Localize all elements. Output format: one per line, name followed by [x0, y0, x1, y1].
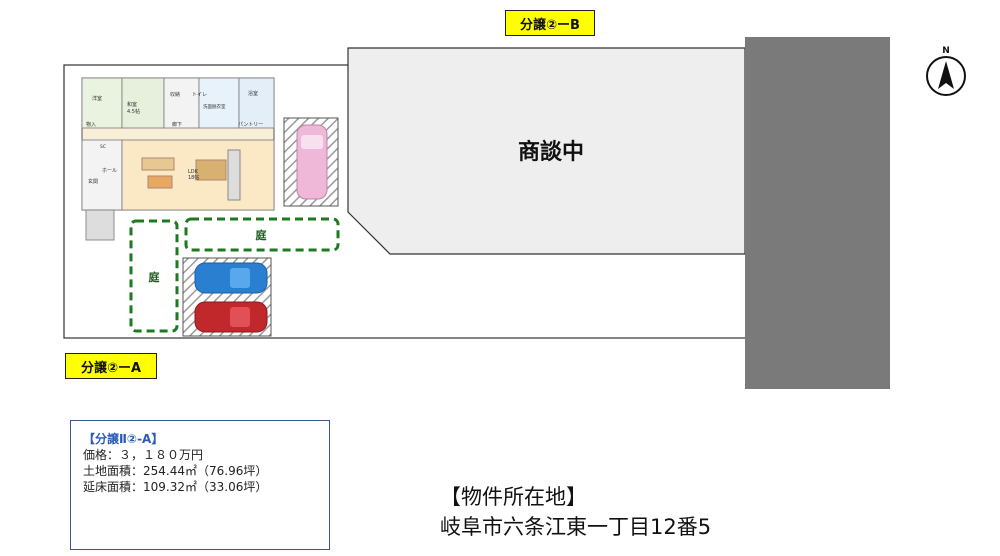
garden-horizontal: [184, 217, 340, 252]
room-label: SC: [100, 144, 106, 150]
info-floor-area: 延床面積：109.32㎡（33.06坪）: [83, 480, 268, 494]
info-title: 【分譲Ⅱ②-A】: [83, 432, 164, 446]
garden-label: 庭: [149, 270, 160, 284]
room-label: LDK: [188, 169, 199, 175]
plot-b-label: 分譲②ーB: [505, 10, 595, 36]
room-label: 玄関: [88, 178, 98, 185]
room-label: パントリー: [238, 122, 263, 128]
room-label: トイレ: [192, 92, 207, 98]
address-block: 【物件所在地】 岐阜市六条江東一丁目12番5: [440, 482, 711, 542]
room-label: 浴室: [248, 90, 258, 97]
north-compass-icon: N: [926, 46, 966, 96]
room-label: 洗面脱衣室: [203, 103, 226, 110]
room-label: 物入: [86, 121, 96, 128]
garden-vertical: [129, 219, 179, 333]
floorplan: 洋室 和室 4.5帖 洗面脱衣室 浴室 トイレ パントリー LDK 18帖 ホー…: [81, 77, 275, 241]
room-label: 4.5帖: [127, 108, 140, 115]
room-label: 和室: [127, 101, 137, 108]
north-label: N: [942, 46, 950, 56]
property-info-box: 【分譲Ⅱ②-A】 価格：３，１８０万円 土地面積：254.44㎡（76.96坪）…: [70, 420, 330, 550]
info-land-area: 土地面積：254.44㎡（76.96坪）: [83, 464, 268, 478]
room-label: 廊下: [172, 121, 182, 128]
road: [745, 37, 890, 389]
parking-cars: [182, 257, 272, 337]
parking-pink: [283, 117, 339, 207]
room-label: 洋室: [92, 95, 102, 102]
address-value: 岐阜市六条江東一丁目12番5: [440, 515, 712, 539]
garden-label: 庭: [256, 228, 267, 242]
lot-b-area: [347, 47, 746, 255]
room-label: ホール: [102, 168, 117, 174]
info-price: 価格：３，１８０万円: [83, 448, 204, 462]
room-label: 18帖: [188, 174, 199, 181]
room-label: 収納: [170, 91, 180, 98]
plot-a-label: 分譲②ーA: [65, 353, 157, 379]
negotiating-label: 商談中: [518, 139, 584, 165]
address-heading: 【物件所在地】: [440, 485, 587, 509]
